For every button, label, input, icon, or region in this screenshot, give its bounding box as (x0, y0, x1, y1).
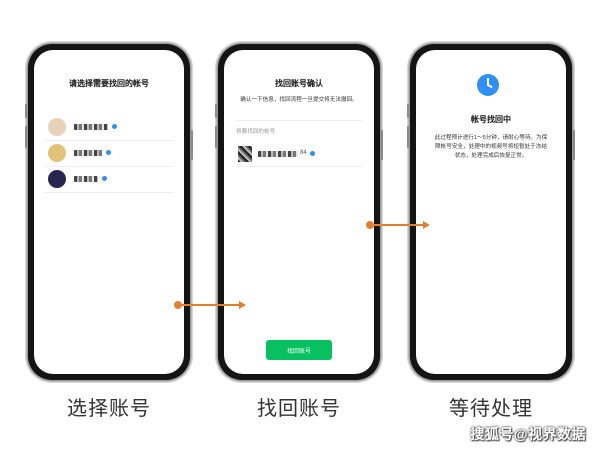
verified-icon (102, 176, 107, 181)
screen-select-account: 请选择需要找回的帐号 (34, 50, 184, 374)
account-row-3[interactable] (44, 168, 174, 193)
flow-arrow-1 (174, 300, 246, 310)
caption-select-account: 选择账号 (67, 398, 151, 420)
blurred-account-name (74, 124, 108, 130)
verified-icon (112, 124, 117, 129)
phone-confirm-recovery: 找回账号确认 确认一下信息，找回流程一旦提交将无法撤回。 将要找回的帐号 84 … (215, 44, 383, 380)
divider (236, 120, 362, 121)
account-avatar (48, 144, 66, 162)
power-button (191, 130, 193, 160)
blurred-account-name (258, 151, 298, 157)
waiting-title: 帐号找回中 (471, 115, 511, 124)
recover-account-button[interactable]: 找回账号 (266, 340, 332, 360)
account-avatar (48, 118, 66, 136)
clock-icon (477, 74, 499, 96)
confirm-title: 找回账号确认 (275, 79, 323, 88)
caption-recover-account: 找回账号 (257, 398, 341, 420)
select-account-title: 请选择需要找回的帐号 (69, 79, 149, 88)
account-row-1[interactable] (44, 116, 174, 141)
account-suffix: 84 (300, 150, 307, 156)
section-label: 将要找回的帐号 (236, 129, 276, 135)
blurred-avatar (238, 146, 252, 162)
screen-waiting: 帐号找回中 此过程预计进行1～5分钟，请耐心等待。为保障帐号安全，处理中的视频号… (416, 50, 566, 374)
confirm-subtitle: 确认一下信息，找回流程一旦提交将无法撤回。 (240, 97, 358, 103)
blurred-account-name (74, 150, 102, 156)
blurred-account-name (74, 176, 98, 182)
caption-waiting: 等待处理 (449, 398, 533, 420)
watermark: 搜狐号@视界数据 (470, 426, 586, 442)
power-button (381, 130, 383, 160)
volume-button (215, 104, 217, 118)
volume-button (25, 126, 27, 148)
flow-arrow-2 (366, 220, 430, 230)
screen-confirm-recovery: 找回账号确认 确认一下信息，找回流程一旦提交将无法撤回。 将要找回的帐号 84 … (224, 50, 374, 374)
phone-waiting: 帐号找回中 此过程预计进行1～5分钟，请耐心等待。为保障帐号安全，处理中的视频号… (407, 44, 575, 380)
volume-button (407, 126, 409, 148)
volume-button (25, 104, 27, 118)
account-row-2[interactable] (44, 142, 174, 167)
verified-icon (310, 151, 315, 156)
phone-select-account: 请选择需要找回的帐号 (25, 44, 193, 380)
power-button (573, 130, 575, 160)
volume-button (407, 104, 409, 118)
selected-account-row: 84 (236, 144, 362, 167)
waiting-message: 此过程预计进行1～5分钟，请耐心等待。为保障帐号安全，处理中的视频号将短暂处于冻… (434, 135, 548, 159)
account-avatar (48, 170, 66, 188)
volume-button (215, 126, 217, 148)
verified-icon (106, 150, 111, 155)
